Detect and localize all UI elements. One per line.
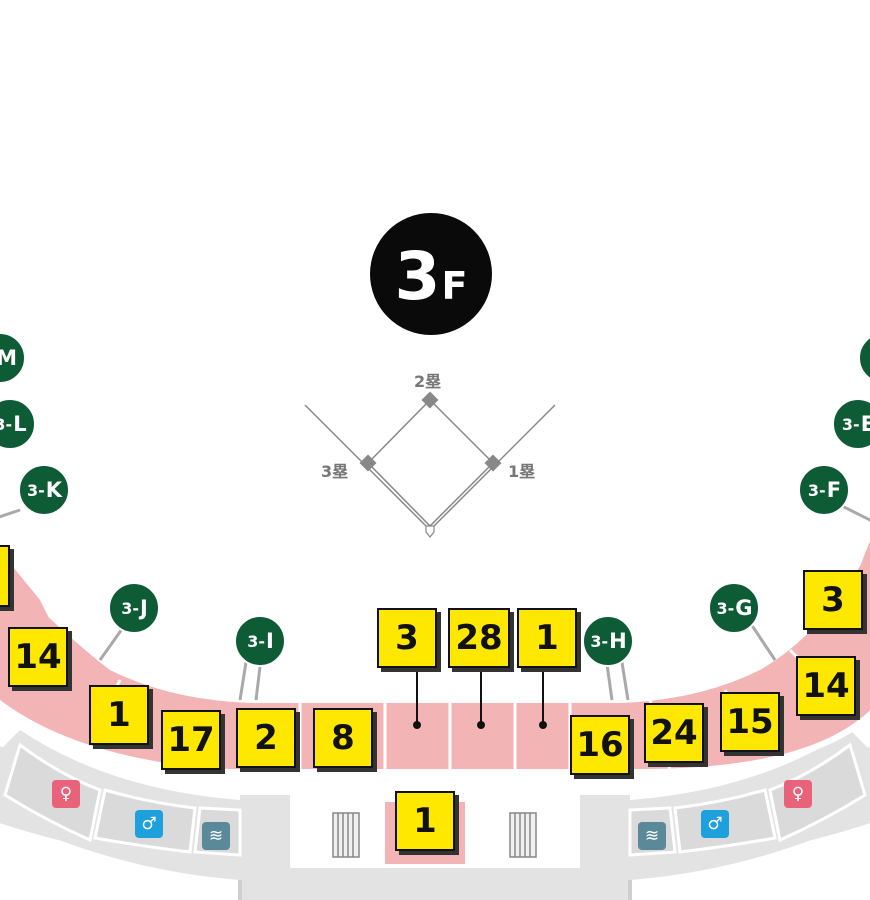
- stairs-right-icon: [509, 812, 537, 858]
- block-label-17[interactable]: 17: [161, 710, 221, 770]
- center-callout-dots: [413, 721, 547, 729]
- mens-restroom-icon: ♂: [701, 810, 729, 838]
- block-label-center-1[interactable]: 1: [517, 608, 577, 668]
- stairs-left-icon: [332, 812, 360, 858]
- gate-3-h[interactable]: 3-H: [582, 615, 634, 667]
- floor-number: 3: [394, 238, 441, 315]
- block-label-16[interactable]: 16: [570, 715, 630, 775]
- block-label-left-edge[interactable]: [0, 545, 10, 607]
- floor-badge: 3 F: [370, 213, 492, 335]
- block-label-center-3[interactable]: 3: [377, 608, 437, 668]
- block-label-24[interactable]: 24: [644, 703, 704, 763]
- gate-3-j[interactable]: 3-J: [108, 582, 160, 634]
- block-label-concourse-1[interactable]: 1: [395, 791, 455, 851]
- block-label-14-right[interactable]: 14: [796, 656, 856, 716]
- block-label-15[interactable]: 15: [720, 692, 780, 752]
- third-base-label: 3塁: [321, 462, 349, 481]
- gate-3-e[interactable]: 3-E: [832, 398, 870, 450]
- block-label-center-28[interactable]: 28: [448, 608, 510, 668]
- womens-restroom-icon: ♀: [784, 780, 812, 808]
- block-label-14-left[interactable]: 14: [8, 627, 68, 687]
- seating-outer-edge: [0, 702, 870, 775]
- mens-restroom-icon: ♂: [135, 810, 163, 838]
- smoking-area-icon: ≋: [202, 822, 230, 850]
- floor-suffix: F: [441, 264, 468, 308]
- stand-upper-left: [0, 551, 60, 640]
- womens-restroom-icon: ♀: [52, 780, 80, 808]
- block-label-8[interactable]: 8: [313, 708, 373, 768]
- gate-3-g[interactable]: 3-G: [708, 582, 760, 634]
- block-label-1-left[interactable]: 1: [89, 685, 149, 745]
- smoking-area-icon: ≋: [638, 822, 666, 850]
- base-markers: [359, 391, 502, 538]
- first-base-label: 1塁: [508, 462, 536, 481]
- block-label-2[interactable]: 2: [236, 708, 296, 768]
- gate-3-i[interactable]: 3-I: [234, 615, 286, 667]
- second-base-label: 2塁: [414, 372, 442, 391]
- block-label-3-right[interactable]: 3: [803, 570, 863, 630]
- concourse-bottom-edge: [238, 880, 632, 900]
- gate-3-k[interactable]: 3-K: [18, 464, 70, 516]
- gate-3-f[interactable]: 3-F: [798, 464, 850, 516]
- center-callout-lines: [416, 668, 544, 723]
